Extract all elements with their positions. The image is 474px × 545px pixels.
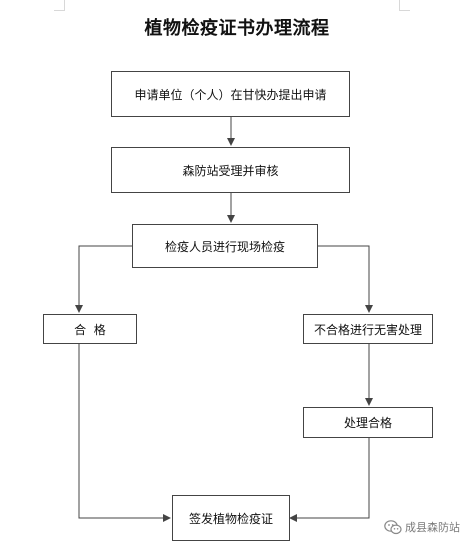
arrow-treated-to-issue xyxy=(289,438,370,522)
node-treated-pass: 处理合格 xyxy=(303,407,433,438)
node-pass: 合 格 xyxy=(43,314,137,344)
arrow-inspect-to-pass xyxy=(75,245,132,313)
flowchart-title: 植物检疫证书办理流程 xyxy=(144,18,330,39)
node-fail: 不合格进行无害处理 xyxy=(303,314,433,344)
watermark: 成县森防站 xyxy=(384,518,460,536)
node-accept: 森防站受理并审核 xyxy=(111,147,350,193)
wechat-icon xyxy=(384,519,402,534)
page-corner-mark-left xyxy=(54,0,65,11)
node-apply: 申请单位（个人）在甘快办提出申请 xyxy=(111,71,350,117)
node-inspect: 检疫人员进行现场检疫 xyxy=(132,224,318,268)
arrow-inspect-to-fail xyxy=(318,245,373,313)
arrow-pass-to-issue xyxy=(78,344,171,522)
node-issue: 签发植物检疫证 xyxy=(172,495,290,541)
page-corner-mark-right xyxy=(399,0,410,11)
watermark-text: 成县森防站 xyxy=(405,521,460,534)
